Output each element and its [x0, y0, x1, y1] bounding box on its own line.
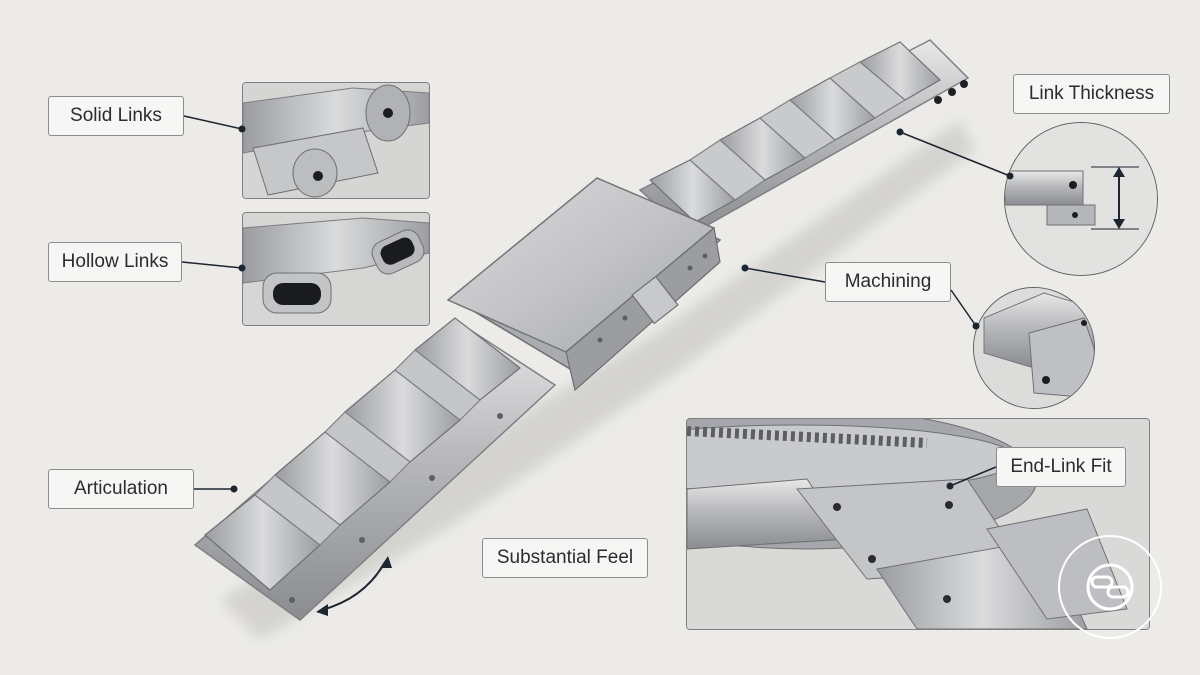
- articulation-label: Articulation: [48, 469, 194, 509]
- end-link-fit-label: End-Link Fit: [996, 447, 1126, 487]
- upper-bracelet-run: [638, 39, 970, 236]
- machining-closeup: [973, 287, 1095, 409]
- link-thickness-cross-section: [1005, 123, 1157, 275]
- substantial-feel-label: Substantial Feel: [482, 538, 648, 578]
- solid-links-inset: [242, 82, 430, 199]
- deployant-clasp: [446, 177, 722, 392]
- hollow-links-label: Hollow Links: [48, 242, 182, 282]
- thickness-arrow-icon: [1113, 167, 1125, 229]
- chain-link-glyph: [1086, 563, 1134, 611]
- machined-link-edge: [974, 288, 1094, 408]
- hollow-links-closeup: [243, 213, 429, 325]
- hollow-links-inset: [242, 212, 430, 326]
- chain-link-logo-icon: [1058, 535, 1162, 639]
- link-thickness-closeup: [1004, 122, 1158, 276]
- lower-bracelet-run: [193, 317, 557, 621]
- link-thickness-label: Link Thickness: [1013, 74, 1170, 114]
- machining-label: Machining: [825, 262, 951, 302]
- solid-links-closeup: [243, 83, 429, 198]
- solid-links-label: Solid Links: [48, 96, 184, 136]
- end-link-fit-inset: [686, 418, 1150, 630]
